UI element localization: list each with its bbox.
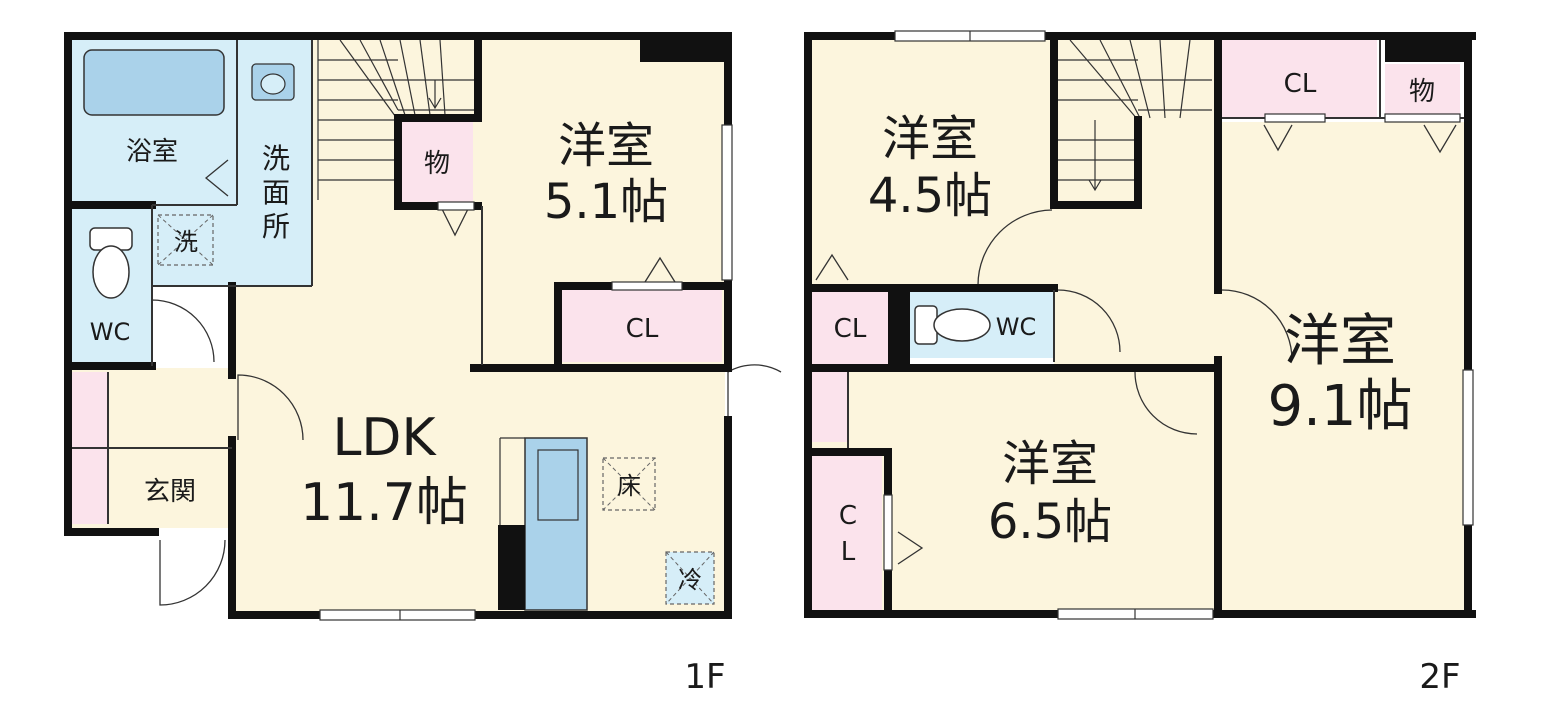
washer-label: 洗 xyxy=(174,228,198,256)
bathtub xyxy=(83,49,225,116)
door-swings-1f xyxy=(151,204,782,606)
toilet-2f-fixture xyxy=(914,305,991,345)
wall-block-2f-a xyxy=(888,284,910,368)
closet-left-2f xyxy=(810,288,888,364)
walls-2f xyxy=(804,32,1476,618)
fridge-label: 冷 xyxy=(678,566,702,594)
closet-top-2f-label: CL xyxy=(1284,69,1317,99)
room-4-5-floor xyxy=(810,40,1054,285)
closet-6-5-upper xyxy=(812,372,848,442)
entrance-label: 玄関 xyxy=(144,477,196,507)
wall-corner-1f xyxy=(640,36,730,62)
floor-1: 浴室 洗 面 所 洗 物 洋室 5.1帖 CL WC 玄関 LDK 11.7帖 … xyxy=(64,32,782,697)
toilet-1f-fixture xyxy=(89,227,133,299)
room-4-5-name: 洋室 xyxy=(882,111,978,167)
basin-bowl xyxy=(260,73,286,95)
kitchen-wall-block xyxy=(498,525,525,610)
stairs-1f xyxy=(317,39,478,200)
toilet-2f-label: WC xyxy=(996,313,1037,341)
storage-2f-floor xyxy=(1385,64,1460,118)
closet-6-5-floor xyxy=(812,455,882,610)
closet-left-2f-label: CL xyxy=(834,314,867,344)
storage-1f-floor xyxy=(398,122,473,202)
washroom-label-2: 面 xyxy=(262,176,290,209)
windows-1f xyxy=(319,124,733,621)
storage-2f-label: 物 xyxy=(1409,77,1435,107)
room-6-5-size: 6.5帖 xyxy=(988,494,1112,550)
room-6-5-name: 洋室 xyxy=(1002,436,1098,492)
ldk-size: 11.7帖 xyxy=(300,473,468,533)
storage-1f-label: 物 xyxy=(424,149,450,179)
floor-storage-label: 床 xyxy=(617,472,641,500)
closet-top-2f xyxy=(1222,40,1377,118)
room-4-5-size: 4.5帖 xyxy=(868,168,992,224)
room-9-1-floor xyxy=(1218,122,1468,614)
closet-6-5-label-l: L xyxy=(841,537,856,567)
thin-walls-1f xyxy=(72,40,483,524)
floor-2: 洋室 4.5帖 CL WC CL 物 洋室 9.1帖 洋室 6.5帖 C L 2… xyxy=(437,30,1476,697)
washroom-label-1: 洗 xyxy=(262,142,290,175)
bedroom-5-1-size: 5.1帖 xyxy=(544,174,668,230)
floor-1-label: 1F xyxy=(684,657,725,697)
closet-6-5-label-c: C xyxy=(839,501,857,531)
stairs-2f xyxy=(1058,39,1212,192)
ldk-name: LDK xyxy=(332,408,437,468)
closet-1f-label: CL xyxy=(626,314,659,344)
floor-2-label: 2F xyxy=(1419,657,1460,697)
kitchen-sink xyxy=(537,449,579,521)
bedroom-5-1-name: 洋室 xyxy=(558,118,654,174)
toilet-1f-label: WC xyxy=(90,318,131,346)
windows-2f xyxy=(437,30,1474,620)
bath-door-mark xyxy=(204,159,229,197)
closet-1f-floor xyxy=(562,290,722,362)
room-9-1-name: 洋室 xyxy=(1284,309,1396,374)
washroom-label-3: 所 xyxy=(262,210,290,243)
wall-block-2f-b xyxy=(1385,36,1472,62)
door-swings-2f xyxy=(815,124,1457,565)
bath-label: 浴室 xyxy=(126,137,178,167)
room-9-1-size: 9.1帖 xyxy=(1267,374,1412,439)
